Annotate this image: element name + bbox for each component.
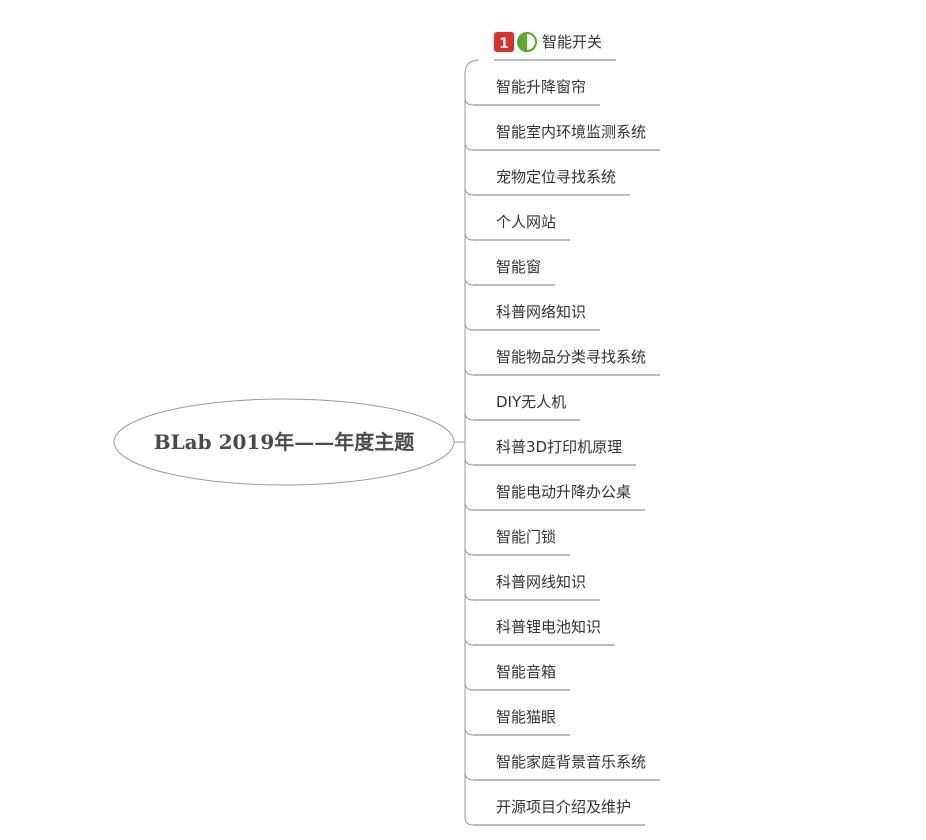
topic-item[interactable]: 智能音箱	[473, 663, 571, 691]
branch-curve	[464, 456, 474, 466]
branch-curve	[464, 681, 474, 691]
branch-curve	[464, 411, 474, 421]
topic-label: 智能家庭背景音乐系统	[496, 753, 646, 771]
topic-item[interactable]: 智能门锁	[473, 528, 571, 556]
branch-curve	[464, 276, 474, 286]
topic-item[interactable]: 科普网络知识	[473, 303, 601, 331]
branch-curve	[464, 726, 474, 736]
topic-item[interactable]: 开源项目介绍及维护	[473, 798, 646, 826]
topic-item[interactable]: 智能室内环境监测系统	[473, 123, 661, 151]
branch-curve	[464, 636, 474, 646]
branch-curve	[464, 96, 474, 106]
topic-label: 开源项目介绍及维护	[496, 798, 631, 816]
topic-label: 智能门锁	[496, 528, 556, 546]
svg-text:1: 1	[499, 36, 509, 52]
topic-item[interactable]: 智能家庭背景音乐系统	[473, 753, 661, 781]
branch-curve	[464, 321, 474, 331]
topic-label: 智能升降窗帘	[496, 78, 586, 96]
topic-item[interactable]: 智能窗	[473, 258, 556, 286]
branch-curve	[464, 366, 474, 376]
branch-curve	[464, 546, 474, 556]
topic-item[interactable]: 个人网站	[473, 213, 571, 241]
branch-connectors	[454, 59, 480, 826]
topic-item[interactable]: 智能物品分类寻找系统	[473, 348, 661, 376]
topic-item[interactable]: 宠物定位寻找系统	[473, 168, 631, 196]
topic-item[interactable]: 科普3D打印机原理	[473, 438, 637, 466]
central-topic-label: BLab 2019年——年度主题	[154, 430, 416, 454]
topic-label: 个人网站	[496, 213, 556, 231]
branch-curve	[464, 771, 474, 781]
topic-item[interactable]: 1 智能开关	[494, 32, 617, 61]
half-circle-icon	[517, 32, 537, 52]
topic-label: 智能物品分类寻找系统	[496, 348, 646, 366]
central-topic[interactable]: BLab 2019年——年度主题	[113, 398, 455, 486]
topic-label: 智能开关	[542, 33, 602, 51]
priority-1-icon: 1	[494, 32, 514, 52]
topic-item[interactable]: 智能升降窗帘	[473, 78, 601, 106]
branch-curve	[464, 501, 474, 511]
topic-item[interactable]: 科普锂电池知识	[473, 618, 616, 646]
branch-curve	[464, 186, 474, 196]
topic-list: 1 智能开关智能升降窗帘智能室内环境监测系统宠物定位寻找系统个人网站智能窗科普网络…	[473, 32, 661, 826]
topic-label: 智能音箱	[496, 663, 556, 681]
branch-curve	[464, 231, 474, 241]
topic-label: 科普锂电池知识	[496, 618, 601, 636]
branch-curve	[464, 591, 474, 601]
topic-label: 智能电动升降办公桌	[496, 483, 631, 501]
topic-item[interactable]: 智能猫眼	[473, 708, 571, 736]
topic-label: 智能窗	[496, 258, 541, 276]
topic-label: 智能猫眼	[496, 708, 556, 726]
central-topic-ellipse	[113, 398, 455, 486]
topic-label: 科普网络知识	[496, 303, 586, 321]
topic-label: 科普3D打印机原理	[496, 438, 622, 456]
topic-item[interactable]: 智能电动升降办公桌	[473, 483, 646, 511]
topic-item[interactable]: 科普网线知识	[473, 573, 601, 601]
topic-label: 智能室内环境监测系统	[496, 123, 646, 141]
topic-label: DIY无人机	[496, 393, 566, 411]
topic-label: 科普网线知识	[496, 573, 586, 591]
branch-curve	[464, 59, 480, 75]
topic-item[interactable]: DIY无人机	[473, 393, 581, 421]
topic-label: 宠物定位寻找系统	[496, 168, 616, 186]
branch-curve	[464, 141, 474, 151]
branch-curve	[464, 816, 474, 826]
